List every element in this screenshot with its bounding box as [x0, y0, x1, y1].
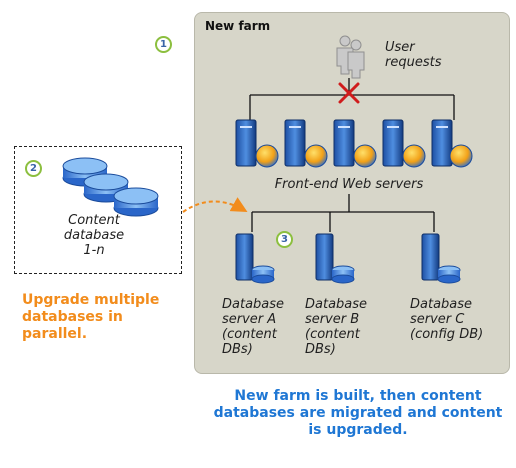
step-2-marker: 2 [25, 160, 42, 177]
upgrade-parallel-note: Upgrade multiple databases in parallel. [22, 292, 160, 342]
web-server-icon [235, 119, 279, 168]
farm-title: New farm [205, 19, 271, 33]
step-3-marker: 3 [276, 231, 293, 248]
database-icon [62, 157, 108, 187]
farm-built-note: New farm is built, then content database… [213, 388, 503, 438]
curved-arrow-icon [182, 197, 248, 213]
web-server-icon [382, 119, 426, 168]
database-icon [113, 187, 159, 217]
web-server-icon [431, 119, 473, 168]
database-server-c-label: Database server C (config DB) [410, 297, 484, 342]
step-1-marker: 1 [155, 36, 172, 53]
database-server-a-label: Database server A (content DBs) [222, 297, 285, 357]
database-server-icon [421, 233, 461, 284]
database-server-icon [235, 233, 275, 284]
web-server-icon [284, 119, 328, 168]
web-server-icon [333, 119, 377, 168]
front-end-web-servers-label: Front-end Web servers [274, 177, 424, 192]
database-server-icon [315, 233, 355, 284]
users-icon [336, 35, 365, 79]
database-server-b-label: Database server B (content DBs) [305, 297, 368, 357]
content-database-label: Content database 1-n [63, 213, 125, 258]
user-requests-label: User requests [385, 40, 442, 70]
content-database-box [14, 146, 182, 274]
blocked-x-icon [338, 82, 360, 104]
